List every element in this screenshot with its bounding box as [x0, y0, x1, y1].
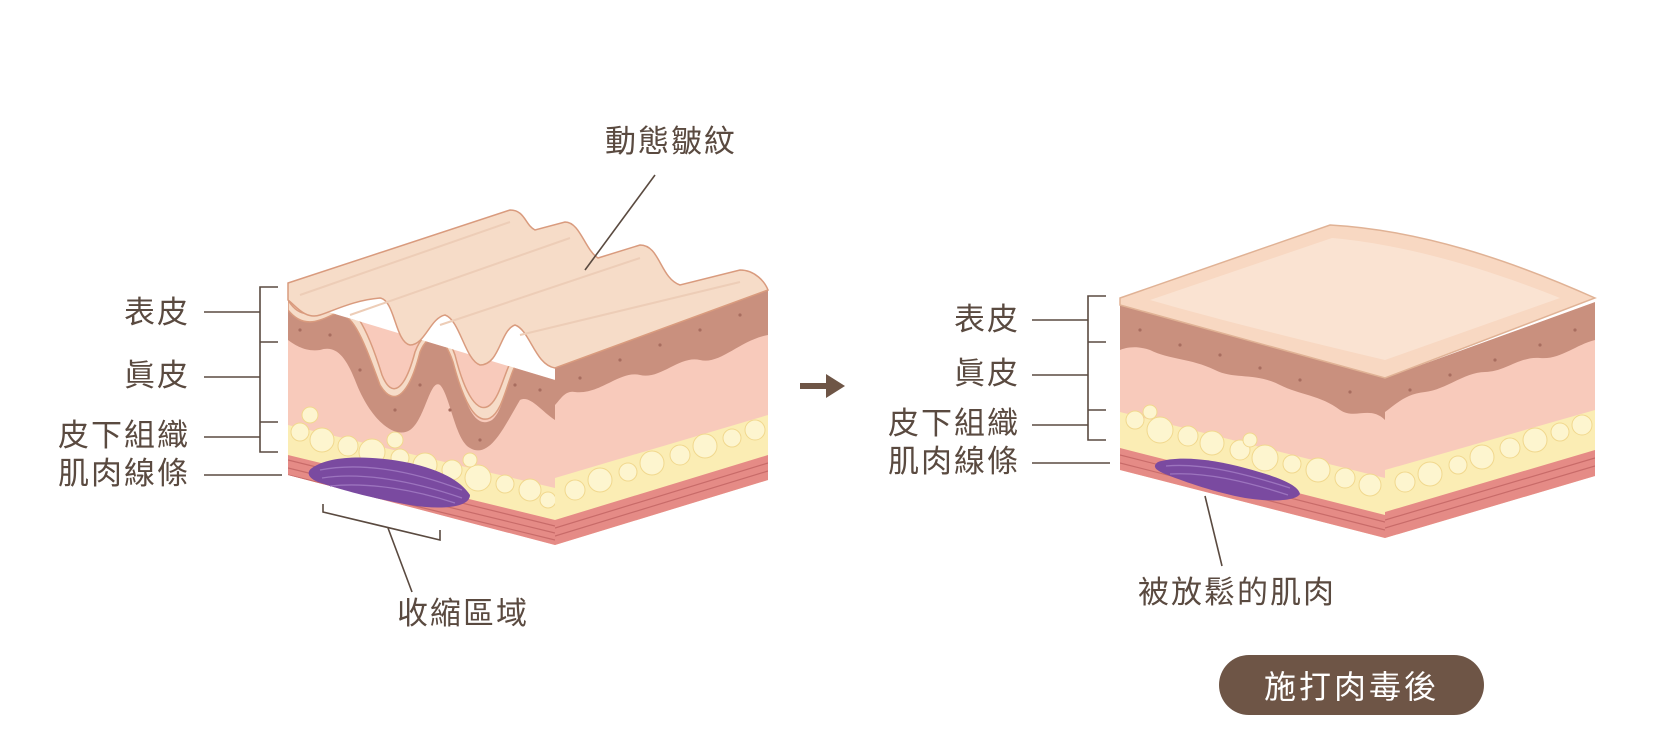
- skin-block-after: [1119, 224, 1597, 538]
- label-relaxed-muscle: 被放鬆的肌肉: [1138, 575, 1336, 611]
- layer-brackets-before: [204, 174, 656, 593]
- label-dynamic-wrinkle: 動態皺紋: [605, 124, 737, 160]
- label-epidermis-before: 表皮: [124, 295, 190, 331]
- layer-brackets-after: [1032, 295, 1223, 567]
- arrow-right-icon: [800, 374, 845, 398]
- label-dermis-after: 眞皮: [954, 356, 1020, 392]
- after-botox-badge: 施打肉毒後: [1219, 655, 1484, 715]
- label-subcutaneous-before: 皮下組織: [58, 418, 190, 454]
- label-dermis-before: 眞皮: [124, 358, 190, 394]
- label-muscle-before: 肌肉線條: [58, 456, 190, 492]
- skin-block-before: [287, 209, 769, 545]
- label-contracted-area: 收縮區域: [397, 596, 529, 632]
- label-epidermis-after: 表皮: [954, 302, 1020, 338]
- label-muscle-after: 肌肉線條: [888, 444, 1020, 480]
- label-subcutaneous-after: 皮下組織: [888, 406, 1020, 442]
